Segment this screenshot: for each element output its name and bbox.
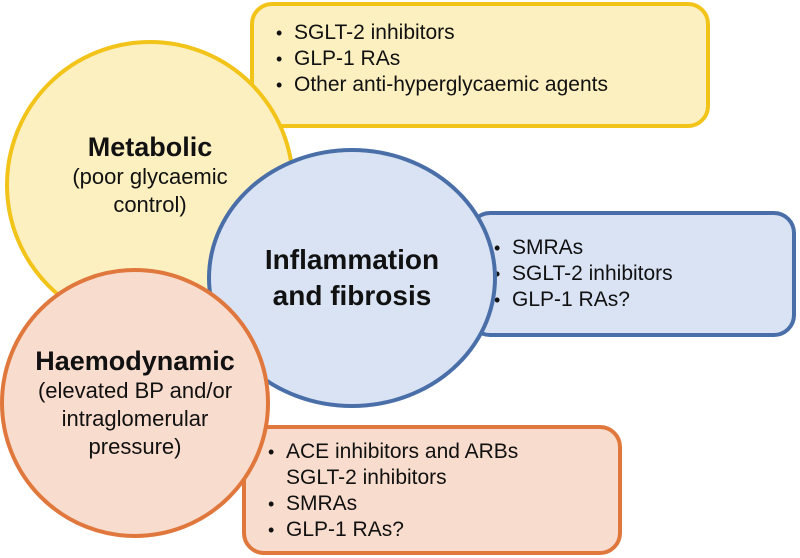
list-item: SGLT-2 inhibitors <box>272 20 706 46</box>
inflammation-title-line: and fibrosis <box>272 280 432 311</box>
metabolic-treatments-list: SGLT-2 inhibitors GLP-1 RAs Other anti-h… <box>272 20 706 98</box>
list-item: GLP-1 RAs <box>272 46 706 72</box>
metabolic-treatments-box: SGLT-2 inhibitors GLP-1 RAs Other anti-h… <box>250 2 710 128</box>
list-item: SGLT-2 inhibitors <box>286 466 447 489</box>
haemodynamic-treatments-box: ACE inhibitors and ARBs SGLT-2 inhibitor… <box>242 425 622 555</box>
inflammation-circle: Inflammation and fibrosis <box>207 148 497 408</box>
list-item: Other anti-hyperglycaemic agents <box>272 72 706 98</box>
haemodynamic-subtitle-line: intraglomerular <box>61 406 209 431</box>
metabolic-subtitle-line: (poor glycaemic <box>72 164 228 189</box>
list-item: SMRAs <box>264 491 618 517</box>
haemodynamic-treatments-list: ACE inhibitors and ARBs SGLT-2 inhibitor… <box>264 439 618 543</box>
list-item: ACE inhibitors and ARBs <box>264 439 618 465</box>
list-item: SMRAs <box>490 235 792 261</box>
haemodynamic-subtitle-line: (elevated BP and/or <box>37 378 233 403</box>
list-item: SGLT-2 inhibitors <box>490 261 792 287</box>
haemodynamic-title: Haemodynamic <box>35 346 235 376</box>
haemodynamic-subtitle-line: pressure) <box>88 434 182 459</box>
list-item: GLP-1 RAs? <box>264 517 618 543</box>
list-item: GLP-1 RAs? <box>490 287 792 313</box>
inflammation-title-line: Inflammation <box>264 244 440 275</box>
metabolic-subtitle-line: control) <box>113 192 187 217</box>
inflammation-treatments-box: SMRAs SGLT-2 inhibitors GLP-1 RAs? <box>468 211 796 337</box>
metabolic-title: Metabolic <box>87 132 213 162</box>
haemodynamic-circle: Haemodynamic (elevated BP and/or intragl… <box>0 268 270 538</box>
inflammation-treatments-list: SMRAs SGLT-2 inhibitors GLP-1 RAs? <box>490 235 792 313</box>
